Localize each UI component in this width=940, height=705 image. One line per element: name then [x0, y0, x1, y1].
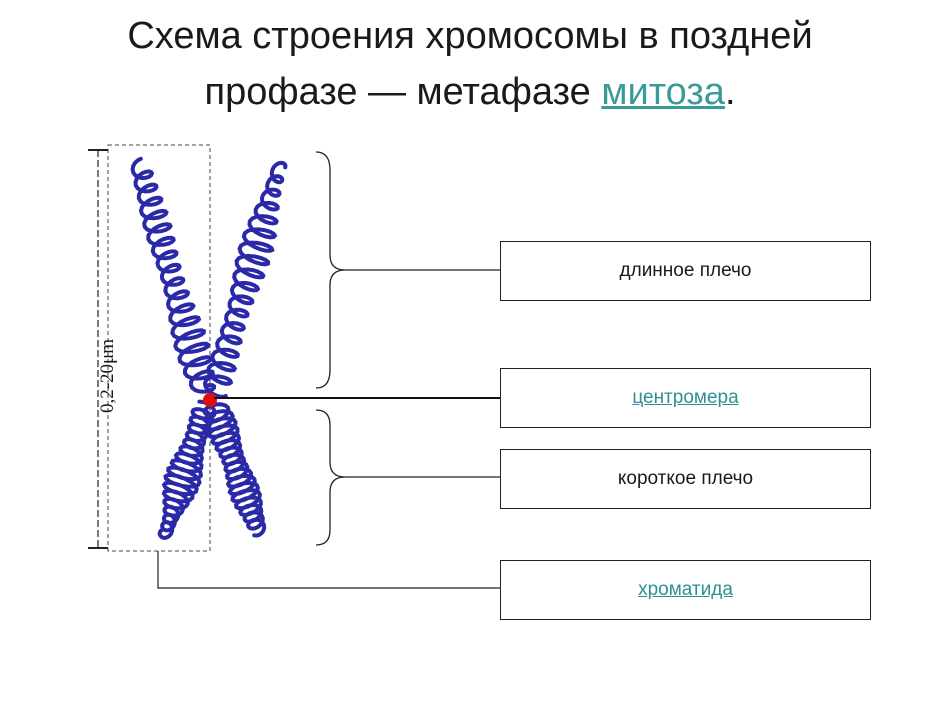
- chromatid-connector: [157, 551, 500, 589]
- centromere-mark: [203, 393, 217, 407]
- chromatid-right-short-arm: [202, 402, 267, 538]
- title-line-2-prefix: профазе — метафазе: [204, 71, 602, 113]
- scale-label: 0,2-20μm: [97, 338, 118, 414]
- centromere-box: центромера: [500, 368, 871, 428]
- long-arm-label: длинное плечо: [619, 260, 752, 281]
- short-arm-box: короткое плечо: [500, 449, 871, 509]
- long-arm-box: длинное плечо: [500, 241, 871, 301]
- title-line-2: профазе — метафазе митоза.: [0, 64, 940, 120]
- centromere-link[interactable]: центромера: [632, 387, 739, 408]
- chromatid-right-long-arm: [202, 160, 288, 399]
- title-line-1: Схема строения хромосомы в поздней: [127, 15, 813, 57]
- mitosis-link[interactable]: митоза: [601, 71, 725, 113]
- chromatid-outline: [107, 144, 211, 552]
- diagram-title: Схема строения хромосомы в поздней профа…: [0, 8, 940, 120]
- long-arm-brace: [315, 151, 346, 389]
- chromosome: [130, 156, 288, 540]
- short-arm-brace: [315, 409, 346, 546]
- chromatid-left-long-arm: [130, 156, 217, 394]
- chromatid-link[interactable]: хроматида: [638, 579, 733, 600]
- title-line-2-suffix: .: [724, 71, 736, 113]
- short-arm-label: короткое плечо: [617, 468, 754, 489]
- chromatid-left-short-arm: [157, 399, 217, 540]
- chromatid-box: хроматида: [500, 560, 871, 620]
